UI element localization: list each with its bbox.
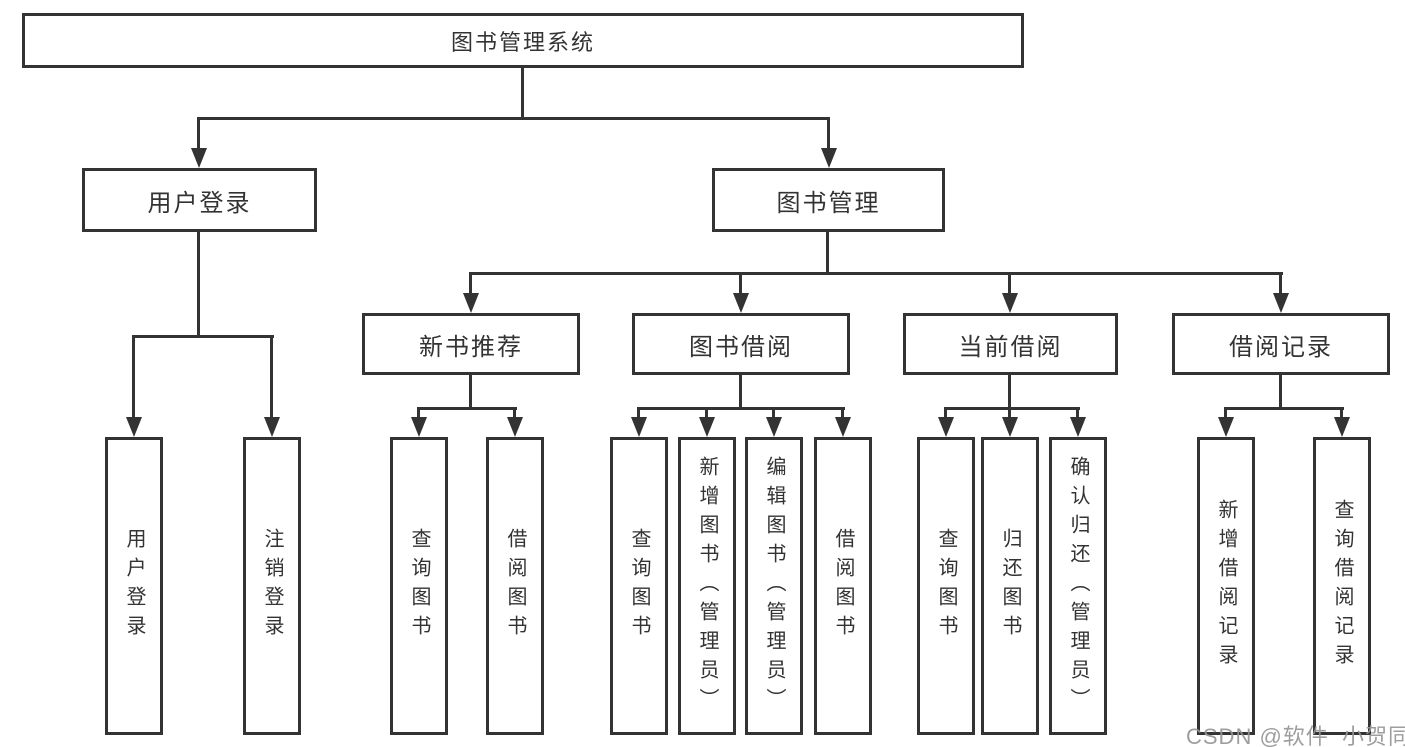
connector-line	[705, 407, 708, 417]
leaf-query-books-2: 查询图书	[610, 437, 668, 735]
connector-new-books-branch	[417, 407, 517, 410]
connector-line	[1076, 407, 1079, 417]
node-borrowing-records: 借阅记录	[1172, 313, 1390, 375]
leaf-query-borrow-record: 查询借阅记录	[1313, 437, 1371, 735]
arrowhead	[1334, 417, 1350, 437]
leaf-user-login: 用户登录	[105, 437, 163, 735]
leaf-add-book-admin: 新增图书（管理员）	[678, 437, 736, 735]
node-root-library-system: 图书管理系统	[22, 13, 1024, 68]
arrowhead	[938, 417, 954, 437]
node-new-book-recommend: 新书推荐	[362, 313, 580, 375]
arrowhead-current	[1002, 293, 1018, 313]
arrowhead	[507, 417, 523, 437]
connector-to-current-line	[1008, 272, 1011, 293]
connector-new-books-stem	[469, 375, 472, 407]
arrowhead-new-books	[463, 293, 479, 313]
arrowhead	[411, 417, 427, 437]
arrowhead	[835, 417, 851, 437]
leaf-query-books-1: 查询图书	[390, 437, 448, 735]
connector-borrowing-branch	[637, 407, 845, 410]
leaf-confirm-return: 确认归还（管理员）	[1049, 437, 1107, 735]
connector-line	[513, 407, 516, 417]
arrowhead	[1218, 417, 1234, 437]
arrowhead	[766, 417, 782, 437]
node-book-management: 图书管理	[712, 168, 945, 232]
connector-records-stem	[1279, 375, 1282, 407]
connector-to-leaf-logout-line	[270, 335, 273, 417]
arrowhead-leaf-login	[126, 417, 142, 437]
arrowhead	[1070, 417, 1086, 437]
connector-records-branch	[1224, 407, 1344, 410]
connector-line	[1224, 407, 1227, 417]
connector-line	[1340, 407, 1343, 417]
connector-line	[841, 407, 844, 417]
leaf-edit-book-admin: 编辑图书（管理员）	[745, 437, 803, 735]
connector-root-stem	[521, 68, 524, 117]
connector-current-branch	[944, 407, 1080, 410]
connector-borrowing-stem	[739, 375, 742, 407]
arrowhead-user-login	[191, 148, 207, 168]
arrowhead-borrowing	[733, 293, 749, 313]
connector-to-user-login-line	[197, 117, 200, 148]
connector-line	[417, 407, 420, 417]
connector-to-new-books-line	[469, 272, 472, 293]
connector-book-mgmt-branch	[469, 272, 1283, 275]
connector-line	[772, 407, 775, 417]
arrowhead	[1002, 417, 1018, 437]
connector-to-leaf-login-line	[132, 335, 135, 417]
connector-user-login-stem	[197, 232, 200, 335]
leaf-return-books: 归还图书	[981, 437, 1039, 735]
leaf-borrow-books-1: 借阅图书	[486, 437, 544, 735]
node-user-login: 用户登录	[82, 168, 317, 232]
leaf-logout: 注销登录	[243, 437, 301, 735]
connector-to-borrowing-line	[739, 272, 742, 293]
arrowhead	[699, 417, 715, 437]
connector-to-book-mgmt-line	[827, 117, 830, 148]
arrowhead-records	[1273, 293, 1289, 313]
connector-current-stem	[1008, 375, 1011, 407]
connector-user-login-branch	[132, 335, 274, 338]
connector-line	[1008, 407, 1011, 417]
arrowhead	[631, 417, 647, 437]
arrowhead-book-mgmt	[821, 148, 837, 168]
leaf-borrow-books-2: 借阅图书	[814, 437, 872, 735]
connector-book-mgmt-stem	[826, 232, 829, 272]
connector-root-branch	[198, 117, 830, 120]
connector-line	[944, 407, 947, 417]
node-current-borrowing: 当前借阅	[903, 313, 1118, 375]
csdn-watermark: CSDN @软件_小贺同学	[1186, 724, 1405, 747]
connector-line	[637, 407, 640, 417]
connector-to-records-line	[1279, 272, 1282, 293]
node-book-borrowing: 图书借阅	[632, 313, 850, 375]
leaf-add-borrow-record: 新增借阅记录	[1197, 437, 1255, 735]
leaf-query-books-3: 查询图书	[917, 437, 975, 735]
arrowhead-leaf-logout	[264, 417, 280, 437]
